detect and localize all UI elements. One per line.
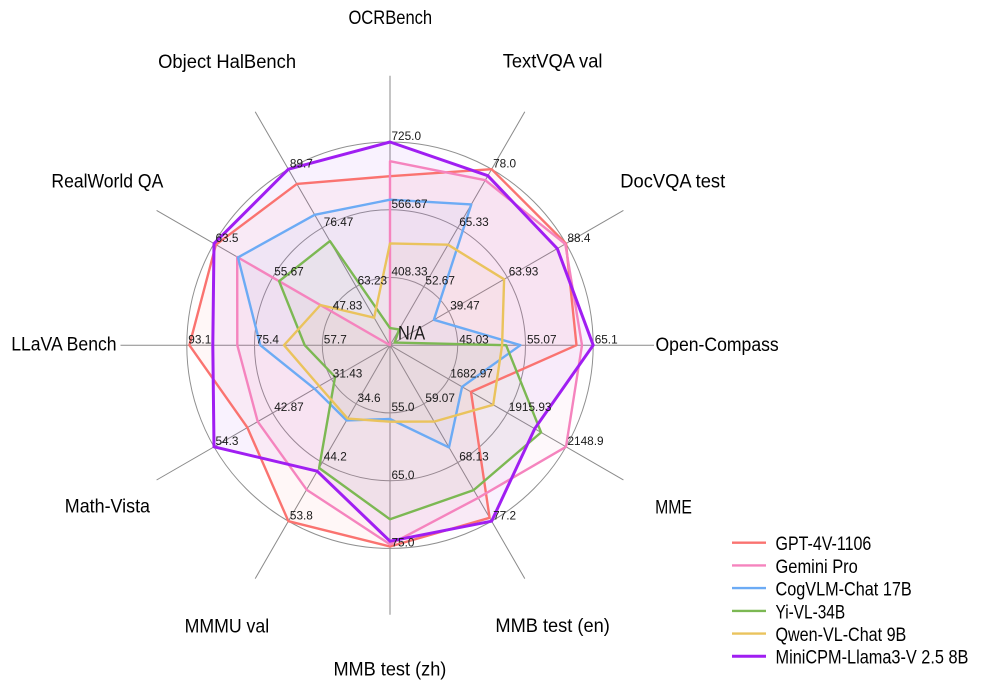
svg-text:Object HalBench: Object HalBench xyxy=(158,52,296,73)
svg-text:LLaVA Bench: LLaVA Bench xyxy=(11,334,116,355)
svg-text:68.13: 68.13 xyxy=(459,450,489,464)
svg-text:Open-Compass: Open-Compass xyxy=(656,335,779,356)
svg-text:OCRBench: OCRBench xyxy=(348,8,432,29)
svg-text:65.33: 65.33 xyxy=(459,215,489,229)
svg-text:75.0: 75.0 xyxy=(392,536,415,550)
svg-text:55.67: 55.67 xyxy=(274,265,304,279)
svg-text:42.87: 42.87 xyxy=(274,400,304,414)
svg-text:55.0: 55.0 xyxy=(392,400,415,414)
svg-text:TextVQA val: TextVQA val xyxy=(503,52,603,73)
svg-text:GPT-4V-1106: GPT-4V-1106 xyxy=(776,534,872,555)
svg-text:408.33: 408.33 xyxy=(392,265,429,279)
svg-text:725.0: 725.0 xyxy=(392,129,422,143)
svg-text:1682.97: 1682.97 xyxy=(450,366,493,380)
svg-text:Qwen-VL-Chat 9B: Qwen-VL-Chat 9B xyxy=(776,625,907,646)
svg-text:63.93: 63.93 xyxy=(509,265,539,279)
svg-text:DocVQA test: DocVQA test xyxy=(620,171,725,192)
svg-text:63.23: 63.23 xyxy=(358,274,388,288)
svg-text:31.43: 31.43 xyxy=(333,366,363,380)
svg-text:Math-Vista: Math-Vista xyxy=(65,497,150,518)
svg-text:1915.93: 1915.93 xyxy=(509,400,552,414)
svg-text:N/A: N/A xyxy=(398,323,425,345)
svg-text:65.1: 65.1 xyxy=(595,332,618,346)
svg-text:39.47: 39.47 xyxy=(450,299,480,313)
svg-text:88.4: 88.4 xyxy=(568,231,591,245)
svg-text:89.7: 89.7 xyxy=(290,156,313,170)
svg-text:566.67: 566.67 xyxy=(392,197,428,211)
svg-text:52.67: 52.67 xyxy=(425,274,455,288)
svg-text:MMB test (en): MMB test (en) xyxy=(495,616,609,637)
svg-text:MMMU val: MMMU val xyxy=(185,617,270,638)
svg-text:54.3: 54.3 xyxy=(216,434,239,448)
svg-text:2148.9: 2148.9 xyxy=(568,434,604,448)
svg-text:76.47: 76.47 xyxy=(324,215,354,229)
svg-text:Yi-VL-34B: Yi-VL-34B xyxy=(776,602,846,623)
svg-text:75.4: 75.4 xyxy=(256,332,279,346)
svg-text:MiniCPM-Llama3-V 2.5 8B: MiniCPM-Llama3-V 2.5 8B xyxy=(776,648,969,669)
svg-text:RealWorld QA: RealWorld QA xyxy=(51,172,163,193)
svg-text:Gemini Pro: Gemini Pro xyxy=(776,557,858,578)
svg-text:44.2: 44.2 xyxy=(324,450,347,464)
svg-text:78.0: 78.0 xyxy=(493,156,516,170)
svg-text:47.83: 47.83 xyxy=(333,299,363,313)
svg-text:53.8: 53.8 xyxy=(290,508,313,522)
svg-text:MME: MME xyxy=(655,497,692,518)
svg-text:34.6: 34.6 xyxy=(358,391,381,405)
svg-text:65.0: 65.0 xyxy=(392,468,415,482)
svg-text:45.03: 45.03 xyxy=(459,332,489,346)
svg-text:MMB test (zh): MMB test (zh) xyxy=(333,660,446,681)
svg-text:55.07: 55.07 xyxy=(527,332,557,346)
svg-text:77.2: 77.2 xyxy=(493,508,516,522)
svg-text:93.1: 93.1 xyxy=(188,332,211,346)
svg-text:59.07: 59.07 xyxy=(425,391,455,405)
svg-text:57.7: 57.7 xyxy=(324,332,347,346)
svg-text:63.5: 63.5 xyxy=(216,231,239,245)
svg-text:CogVLM-Chat 17B: CogVLM-Chat 17B xyxy=(776,580,912,601)
